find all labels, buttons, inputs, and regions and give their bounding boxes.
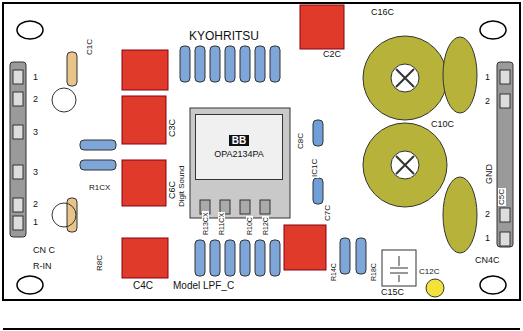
part-number: OPA2134PA <box>214 150 264 160</box>
part-label: CN4C <box>474 256 501 265</box>
part-label: C2C <box>322 50 342 59</box>
part-label: 1 <box>32 73 39 82</box>
part-label: C7C <box>324 204 332 222</box>
part-label: Digit Sound <box>178 165 186 208</box>
part-label: 2 <box>32 95 39 104</box>
part-label: GND <box>485 163 494 185</box>
part-label: 1 <box>484 234 491 243</box>
part-label: R18C <box>370 262 377 282</box>
part-label: 2 <box>484 210 491 219</box>
part-label: KYOHRITSU <box>188 30 260 42</box>
part-label: R-IN <box>32 262 53 271</box>
part-label: C16C <box>370 8 395 17</box>
maker-logo: BB <box>229 135 249 146</box>
part-label: C10C <box>430 120 455 129</box>
part-label: C12C <box>418 268 440 276</box>
part-label: C15C <box>380 288 405 297</box>
part-label: 1 <box>484 73 491 82</box>
part-label: R1CX <box>88 184 111 192</box>
part-label: 2 <box>484 97 491 106</box>
part-label: 2 <box>32 200 39 209</box>
part-label: C5C <box>498 188 506 206</box>
part-label: C8C <box>297 132 305 150</box>
part-label: 1 <box>32 218 39 227</box>
part-label: C6C <box>168 180 177 200</box>
part-label: Model LPF_C <box>172 281 235 291</box>
part-label: R12C <box>262 216 269 236</box>
part-label: 3 <box>32 128 39 137</box>
part-label: R8C <box>96 254 104 272</box>
part-label: R13CX <box>202 211 209 236</box>
part-label: C1C <box>86 38 94 56</box>
part-label: CN C <box>32 246 56 255</box>
part-label: R10C <box>246 216 253 236</box>
part-label: C3C <box>168 118 177 138</box>
part-label: 3 <box>32 168 39 177</box>
part-label: IC1C <box>311 158 319 178</box>
part-label: C4C <box>132 281 154 291</box>
part-label: R11CX <box>218 212 225 236</box>
ic-chip: BB OPA2134PA <box>195 114 283 180</box>
part-label: R14C <box>330 262 337 282</box>
